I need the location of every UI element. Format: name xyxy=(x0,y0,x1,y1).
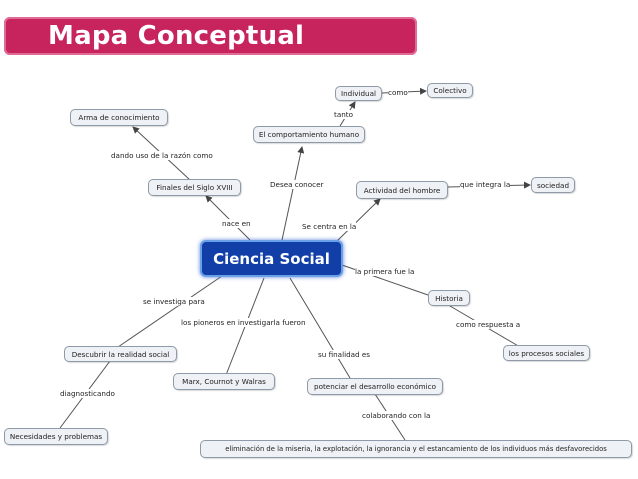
link-label-primera: la primera fue la xyxy=(355,267,415,276)
link-ciencia-comportamiento xyxy=(281,146,305,241)
node-ciencia-social: Ciencia Social xyxy=(200,240,343,277)
node-procesos: los procesos sociales xyxy=(503,345,590,361)
link-label-nace: nace en xyxy=(222,219,251,228)
node-historia: Historia xyxy=(428,290,470,306)
link-label-diagnosticando: diagnosticando xyxy=(60,389,115,398)
node-eliminacion: eliminación de la miseria, la explotació… xyxy=(200,440,632,458)
page-title: Mapa Conceptual xyxy=(48,21,305,51)
node-necesidades: Necesidades y problemas xyxy=(4,428,108,445)
node-descubrir: Descubrir la realidad social xyxy=(64,346,177,362)
node-arma: Arma de conocimiento xyxy=(70,109,168,126)
link-label-centra: Se centra en la xyxy=(302,222,357,231)
node-sociedad: sociedad xyxy=(531,177,575,193)
link-label-como: como xyxy=(388,88,408,97)
link-ciencia-descubrir xyxy=(117,275,223,348)
node-individual: Individual xyxy=(335,86,382,101)
node-actividad: Actividad del hombre xyxy=(356,181,448,199)
node-potenciar: potenciar el desarrollo económico xyxy=(307,378,443,395)
node-finales: Finales del Siglo XVIII xyxy=(148,179,241,196)
link-label-investiga: se investiga para xyxy=(143,297,205,306)
link-ciencia-actividad xyxy=(335,198,381,243)
title-bar: Mapa Conceptual xyxy=(4,17,417,55)
link-label-dando: dando uso de la razón como xyxy=(111,151,213,160)
node-colectivo: Colectivo xyxy=(427,83,473,98)
node-marx: Marx, Cournot y Walras xyxy=(173,373,275,390)
link-label-respuesta: como respuesta a xyxy=(456,320,521,329)
link-ciencia-potenciar xyxy=(289,277,351,379)
link-label-finalidad: su finalidad es xyxy=(318,350,371,359)
link-label-tanto: tanto xyxy=(334,110,353,119)
link-ciencia-finales xyxy=(205,195,251,241)
node-comportamiento: El comportamiento humano xyxy=(253,126,365,143)
link-label-pioneros: los pioneros en investigarla fueron xyxy=(181,318,306,327)
link-label-colaborando: colaborando con la xyxy=(362,411,431,420)
link-label-integra: que integra la xyxy=(460,180,511,189)
link-label-desea: Desea conocer xyxy=(270,180,324,189)
